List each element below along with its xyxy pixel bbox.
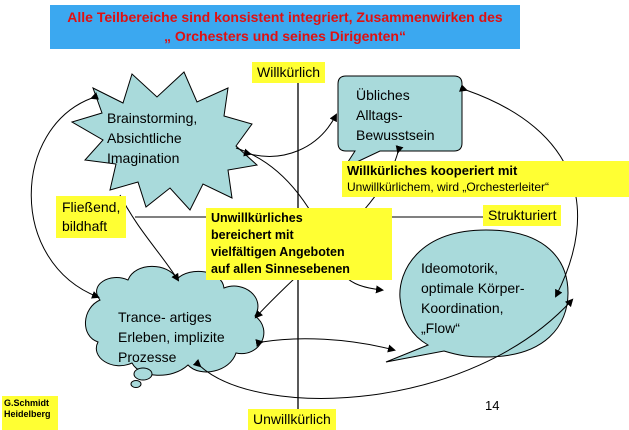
node-ideomotorik-line-2: optimale Körper- [421, 280, 525, 296]
cloud-tail-large [133, 367, 153, 381]
title-line-1: Alle Teilbereiche sind konsistent integr… [67, 9, 503, 25]
callout-bereichert-line-4: auf allen Sinnesebenen [211, 262, 350, 276]
callout-kooperiert-line-1: Willkürliches kooperiert mit [347, 163, 518, 178]
node-alltag-line-2: Alltags- [356, 107, 403, 123]
arrow-left-loop [30, 92, 100, 299]
node-alltag-line-3: Bewusstsein [356, 127, 435, 143]
node-brainstorming: Brainstorming, Absichtliche Imagination [107, 108, 197, 168]
node-brainstorming-line-2: Absichtliche [107, 130, 182, 146]
node-ideomotorik-line-3: Koordination, [421, 300, 504, 316]
callout-kooperiert: Willkürliches kooperiert mit Unwillkürli… [342, 161, 629, 197]
author-line-2: Heidelberg [4, 409, 51, 419]
axis-label-left: Fließend, bildhaft [56, 196, 127, 238]
author-line-1: G.Schmidt [4, 398, 50, 408]
node-brainstorming-line-1: Brainstorming, [107, 110, 198, 126]
page-number: 14 [485, 398, 500, 413]
axis-label-left-line-1: Fließend, [62, 199, 121, 215]
cloud-tail-small [130, 380, 142, 388]
callout-kooperiert-line-2: Unwillkürlichem, wird „Orchesterleiter“ [347, 180, 550, 194]
axis-label-left-line-2: bildhaft [62, 218, 108, 234]
arrow-trance-to-ideomotorik [255, 338, 396, 353]
title-banner [50, 5, 520, 49]
brainstorming-star-shape [70, 71, 259, 211]
title-line-2: „ Orchesters und seines Dirigenten“ [164, 28, 406, 44]
node-trance-line-3: Prozesse [118, 349, 177, 365]
node-brainstorming-line-3: Imagination [107, 150, 180, 166]
node-alltag: Übliches Alltags- Bewusstsein [356, 85, 435, 145]
axis-label-top: Willkürlich [252, 62, 325, 83]
node-trance-line-2: Erleben, implizite [118, 329, 225, 345]
node-trance-line-1: Trance- artiges [118, 309, 212, 325]
arrow-star-to-alltag [243, 113, 337, 157]
node-trance: Trance- artiges Erleben, implizite Proze… [118, 307, 225, 367]
callout-bereichert-line-1: Unwillkürliches [211, 211, 303, 225]
author-badge: G.Schmidt Heidelberg [2, 396, 58, 430]
callout-bereichert-line-3: vielfältigen Angeboten [211, 245, 345, 259]
arrow-bottom-loop [192, 298, 574, 399]
node-ideomotorik-line-4: „Flow“ [421, 320, 460, 336]
axis-label-bottom: Unwillkürlich [248, 409, 336, 430]
callout-bereichert-line-2: bereichert mit [211, 228, 294, 242]
node-ideomotorik-line-1: Ideomotorik, [421, 260, 499, 276]
node-ideomotorik: Ideomotorik, optimale Körper- Koordinati… [421, 258, 525, 338]
axis-label-right: Strukturiert [483, 205, 562, 226]
node-alltag-line-1: Übliches [356, 87, 410, 103]
callout-bereichert: Unwillkürliches bereichert mit vielfälti… [206, 208, 392, 280]
